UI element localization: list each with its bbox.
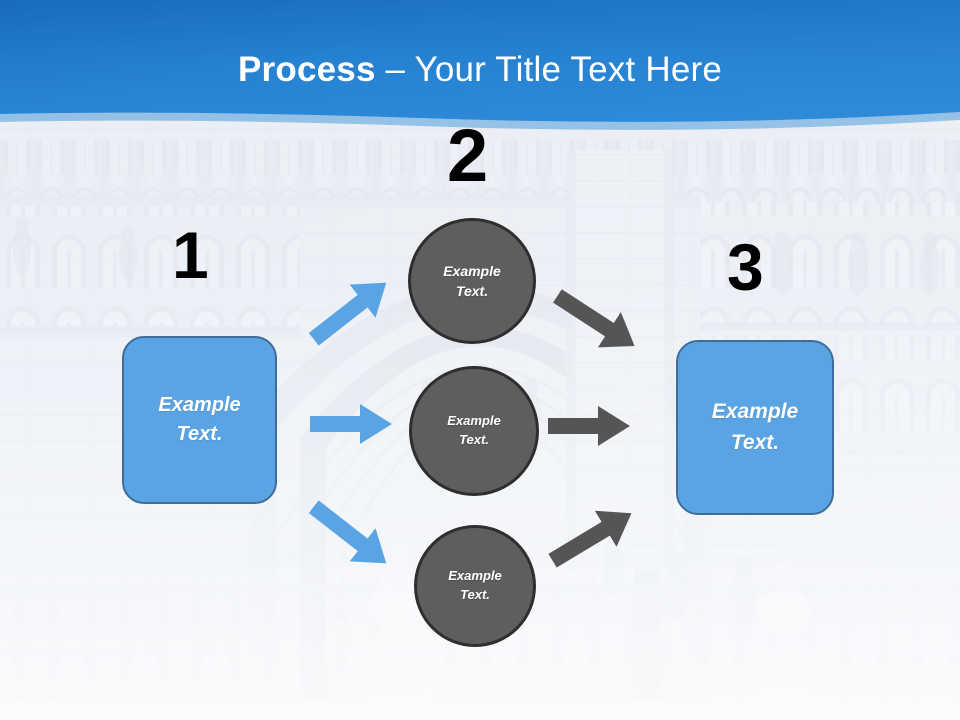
arrow-right-down-icon [548,510,632,568]
left-box-line-1: Example [158,394,241,416]
bottom-circle-label: Example Text. [448,567,501,605]
left-process-box-label: Example Text. [158,391,240,449]
middle-circle-line-1: Example [447,413,501,429]
step-number-3: 3 [727,230,764,304]
arrow-left-down-icon [308,500,387,564]
step-number-2: 2 [447,114,489,197]
top-circle-label: Example Text. [443,261,501,302]
page-title-rest: Your Title Text Here [414,50,722,89]
left-process-box[interactable]: Example Text. [122,336,277,504]
bottom-circle-line-1: Example [448,568,502,584]
middle-circle-line-2: Text. [459,432,489,447]
right-box-line-1: Example [711,400,799,424]
middle-circle-label: Example Text. [447,412,500,450]
page-title-bold: Process [238,50,376,89]
arrow-right-middle-icon [548,406,630,446]
bottom-process-circle[interactable]: Example Text. [414,525,536,647]
page-title-separator: – [375,50,415,89]
right-process-box-label: Example Text. [712,397,798,458]
middle-process-circle[interactable]: Example Text. [409,366,539,496]
top-process-circle[interactable]: Example Text. [408,218,536,344]
arrow-right-up-icon [553,289,635,348]
right-box-line-2: Text. [730,430,780,454]
step-number-1: 1 [172,218,209,292]
left-box-line-2: Text. [176,423,223,445]
header-banner [0,0,960,130]
top-circle-line-1: Example [443,262,501,279]
top-circle-line-2: Text. [455,283,489,299]
arrow-left-up-icon [308,282,387,346]
bottom-circle-line-2: Text. [460,587,490,602]
right-process-box[interactable]: Example Text. [676,340,834,515]
arrow-left-middle-icon [310,404,392,444]
page-title: Process – Your Title Text Here [0,49,960,91]
